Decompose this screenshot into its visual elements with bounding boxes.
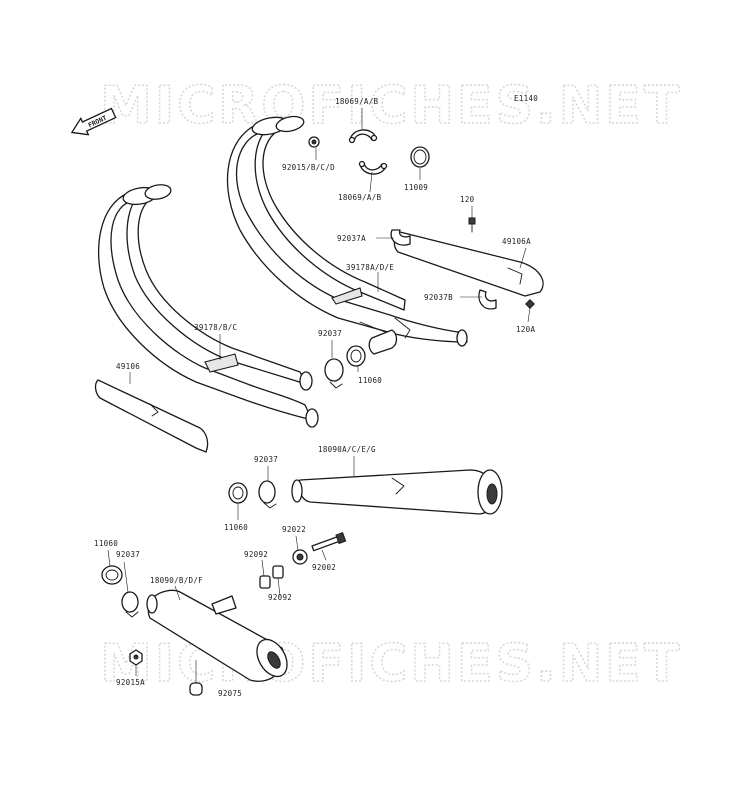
part-label-11060-low: 11060 xyxy=(224,523,248,532)
muffler-upper xyxy=(291,469,503,515)
part-label-92002: 92002 xyxy=(312,563,336,572)
part-label-92015bcd: 92015/B/C/D xyxy=(282,163,335,172)
bolt-120 xyxy=(468,217,476,233)
connector-sleeve-right xyxy=(368,329,398,355)
clamp-92037a xyxy=(390,229,411,246)
gasket-11060-mid xyxy=(346,345,366,367)
part-label-92037a: 92037A xyxy=(337,234,366,243)
grommet-92092-a xyxy=(259,575,271,589)
nut-92015a xyxy=(129,649,143,666)
part-label-11060-mid: 11060 xyxy=(358,376,382,385)
grommet-92092-b xyxy=(272,565,284,579)
gasket-11009 xyxy=(410,146,430,168)
watermark-top: MICROFICHES.NET xyxy=(100,76,682,136)
nut-92015bcd xyxy=(308,136,320,148)
header-pipe-right xyxy=(226,115,468,347)
part-label-11060-left: 11060 xyxy=(94,539,118,548)
part-label-92037-left: 92037 xyxy=(116,550,140,559)
leader-lines xyxy=(107,108,531,683)
bracket-18069-bottom xyxy=(358,160,388,175)
muffler-lower xyxy=(146,589,288,682)
clamp-92037-mid xyxy=(324,358,344,389)
clamp-92037b xyxy=(478,289,497,310)
damper-92075 xyxy=(189,682,203,696)
diagram-code: E1140 xyxy=(514,94,538,103)
clamp-92037-low xyxy=(258,480,277,509)
part-label-92092-a: 92092 xyxy=(244,550,268,559)
part-label-18069ab-top: 18069/A/B xyxy=(335,97,379,106)
part-label-92075: 92075 xyxy=(218,689,242,698)
part-label-120a: 120A xyxy=(516,325,535,334)
bracket-18069-top xyxy=(348,129,378,144)
gasket-11060-low xyxy=(228,482,248,504)
part-label-49106a: 49106A xyxy=(502,237,531,246)
part-label-18069ab-bottom: 18069/A/B xyxy=(338,193,382,202)
gasket-11060-left xyxy=(101,565,123,585)
bolt-92002 xyxy=(311,531,347,552)
part-label-11009: 11009 xyxy=(404,183,428,192)
watermark-bottom: MICROFICHES.NET xyxy=(100,634,682,694)
heat-shield-49106 xyxy=(94,379,209,453)
part-label-92037-low: 92037 xyxy=(254,455,278,464)
header-pipe-left xyxy=(97,184,319,428)
part-label-18090bdf: 18090/B/D/F xyxy=(150,576,203,585)
part-label-92015a: 92015A xyxy=(116,678,145,687)
part-label-92022: 92022 xyxy=(282,525,306,534)
part-label-92092-b: 92092 xyxy=(268,593,292,602)
part-label-39178bc: 39178/B/C xyxy=(194,323,237,332)
bolt-120a xyxy=(525,299,535,309)
part-label-49106: 49106 xyxy=(116,362,140,371)
part-label-92037-mid: 92037 xyxy=(318,329,342,338)
part-label-39178ade: 39178A/D/E xyxy=(346,263,394,272)
part-label-18090aceg: 18090A/C/E/G xyxy=(318,445,376,454)
part-label-92037b: 92037B xyxy=(424,293,453,302)
clamp-92037-left xyxy=(121,591,139,618)
part-label-120: 120 xyxy=(460,195,475,204)
washer-92022 xyxy=(292,549,308,565)
